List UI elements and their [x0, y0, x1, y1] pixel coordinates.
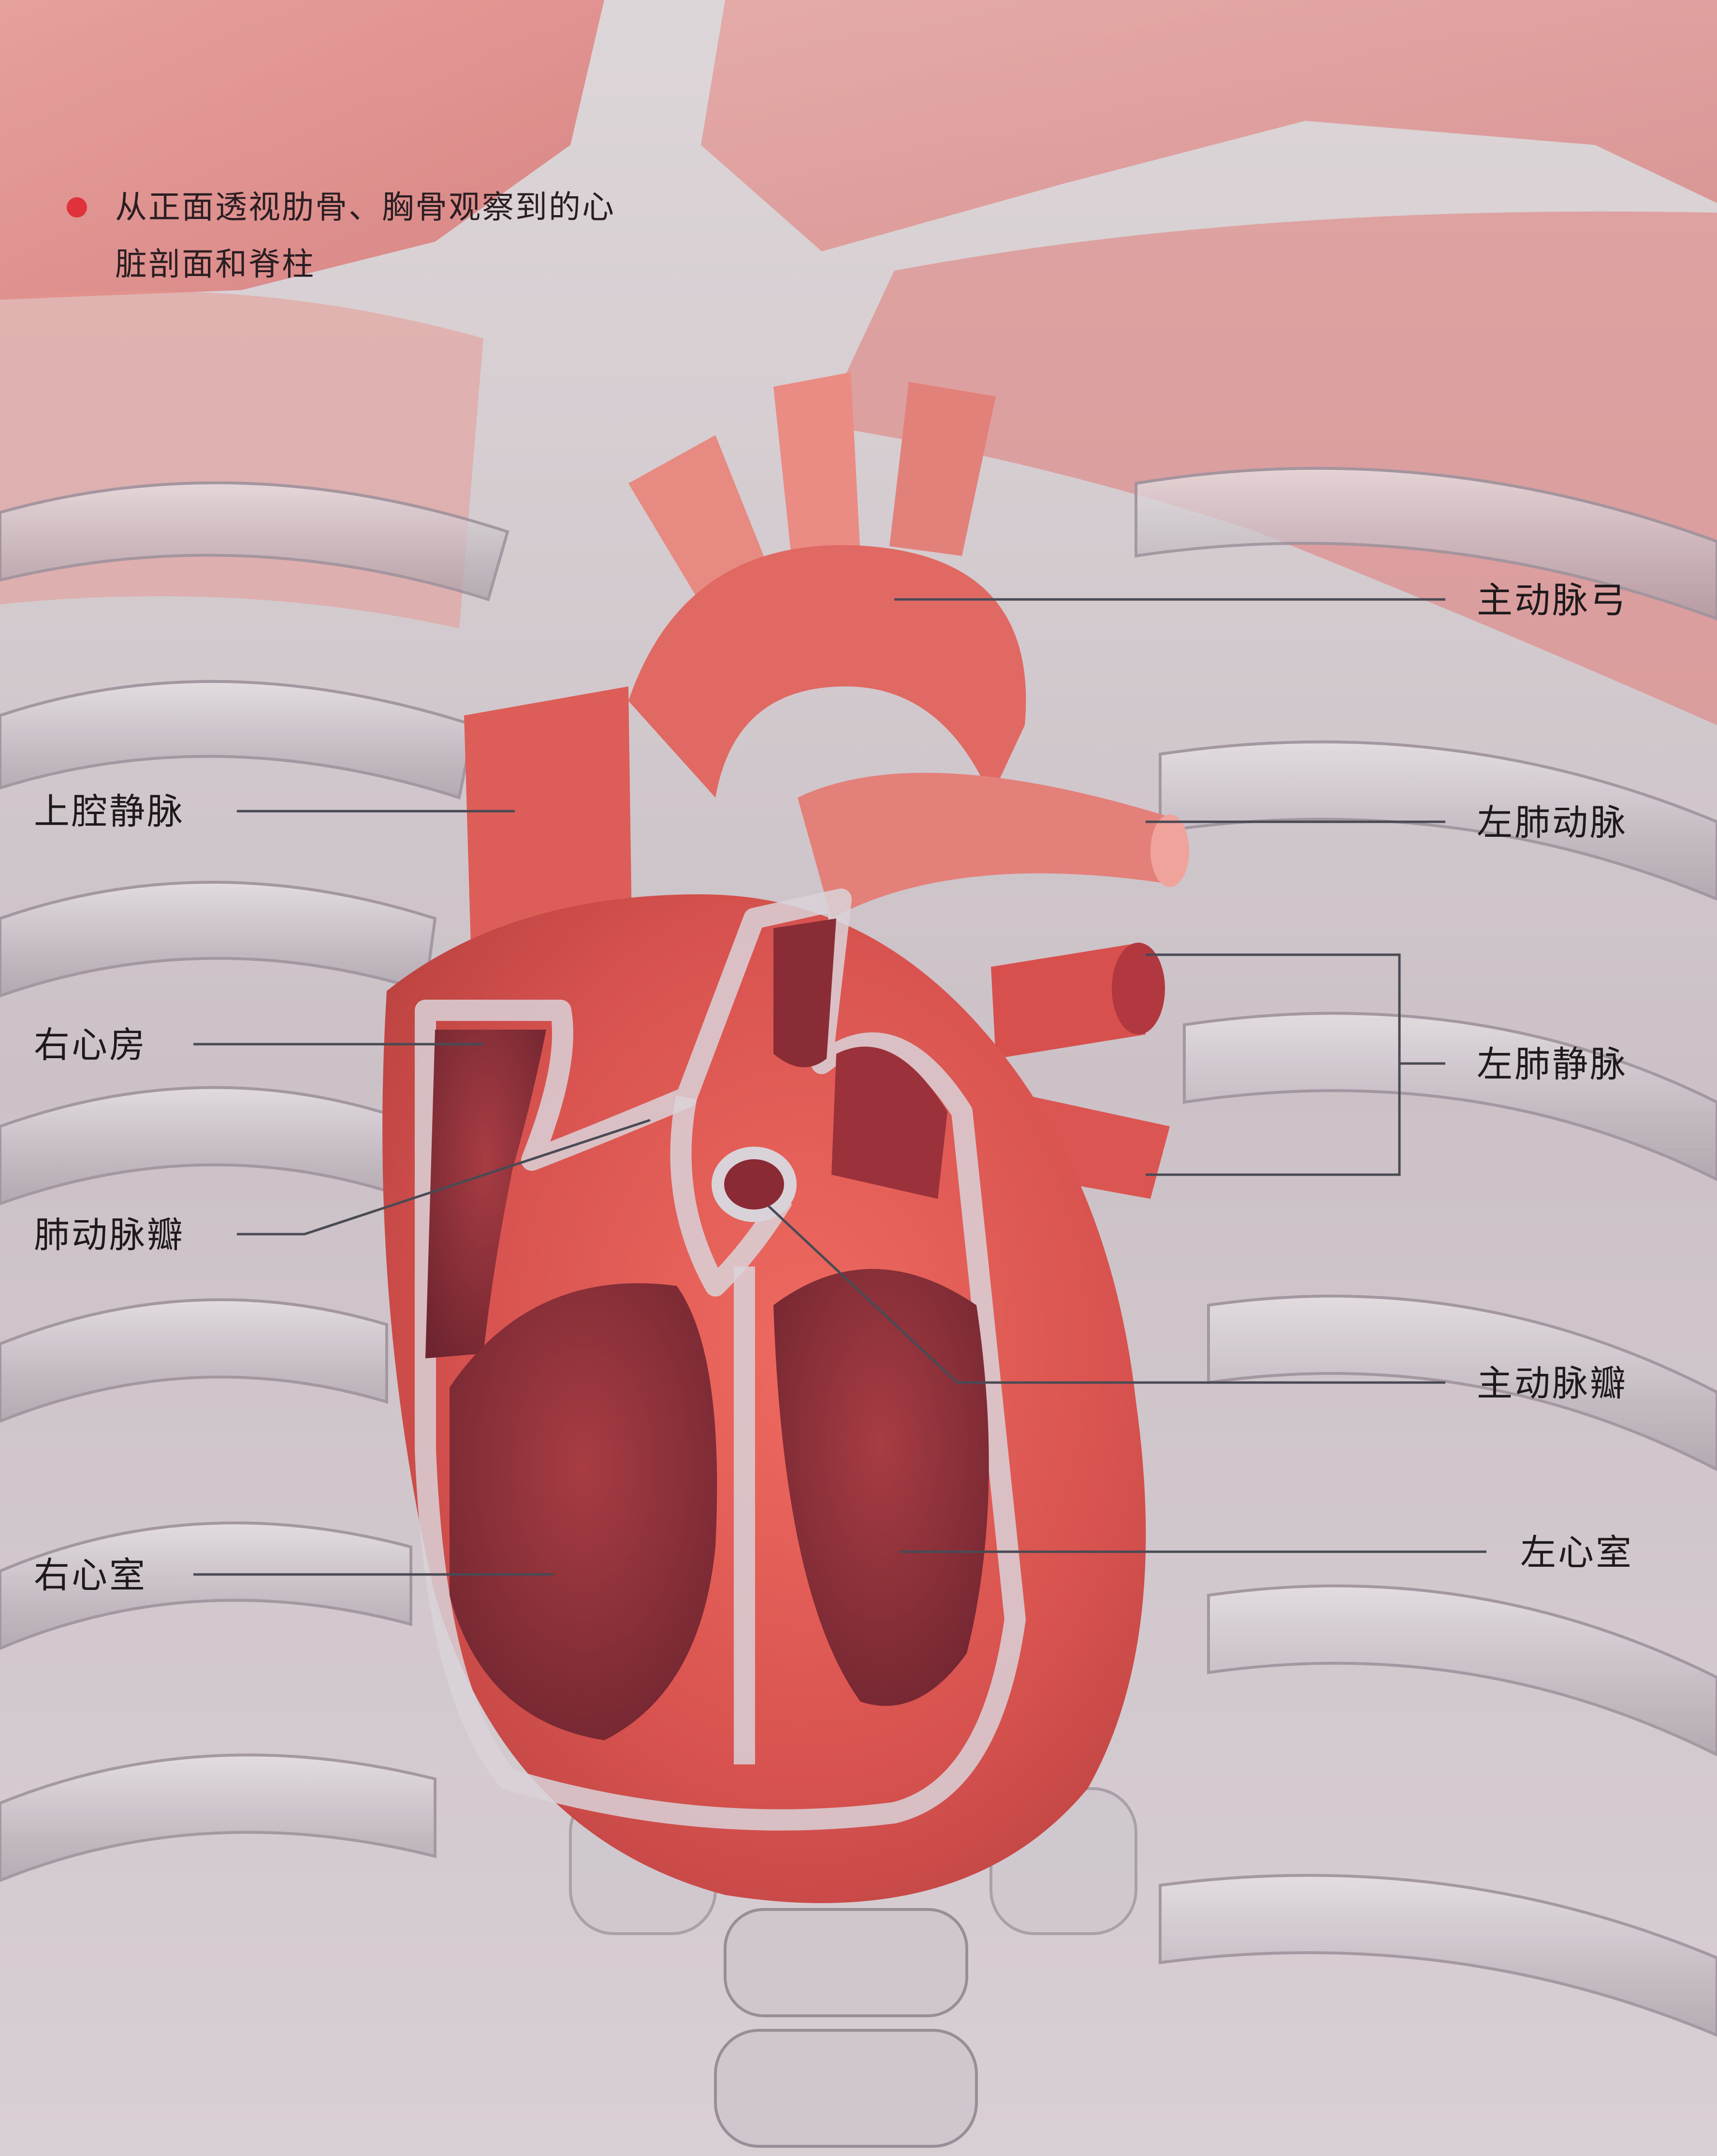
- label-left-ventricle: 左心室: [1520, 1535, 1633, 1571]
- label-superior-vena-cava: 上腔静脉: [34, 794, 185, 830]
- figure-caption: 从正面透视肋骨、胸骨观察到的心脏剖面和脊柱: [73, 179, 643, 293]
- label-left-pulmonary-veins: 左肺静脉: [1477, 1047, 1628, 1082]
- caption-bullet-icon: [67, 197, 87, 218]
- label-pulmonary-valve: 肺动脉瓣: [34, 1217, 185, 1253]
- caption-text: 从正面透视肋骨、胸骨观察到的心脏剖面和脊柱: [73, 179, 643, 293]
- label-right-atrium: 右心房: [34, 1027, 147, 1063]
- label-left-pulmonary-artery: 左肺动脉: [1477, 805, 1628, 841]
- label-aortic-arch: 主动脉弓: [1477, 583, 1628, 618]
- label-right-ventricle: 右心室: [34, 1558, 147, 1593]
- label-aortic-valve: 主动脉瓣: [1477, 1366, 1628, 1401]
